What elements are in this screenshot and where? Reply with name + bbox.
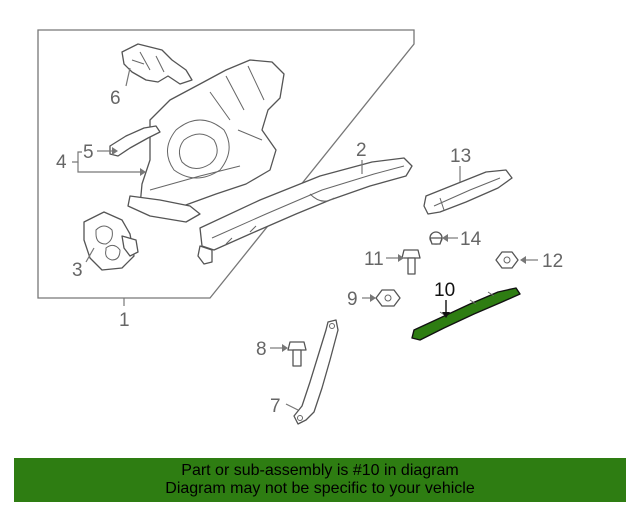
callout-3-leader bbox=[85, 247, 95, 263]
callout-4-arrowhead bbox=[140, 168, 146, 176]
callout-number-7: 7 bbox=[270, 396, 281, 417]
part-7-strut bbox=[293, 319, 339, 425]
callout-number-1: 1 bbox=[119, 310, 130, 331]
part-13-bracket bbox=[423, 169, 513, 215]
callout-5-arrowhead bbox=[112, 147, 118, 155]
part-6-bracket bbox=[121, 43, 193, 85]
part-9-nut bbox=[375, 289, 401, 307]
callout-12-arrowhead bbox=[520, 256, 526, 264]
callout-number-6: 6 bbox=[110, 88, 121, 109]
part-8-bolt bbox=[287, 341, 307, 367]
callout-number-9: 9 bbox=[347, 289, 358, 310]
part-3-reinforcement bbox=[83, 211, 139, 271]
callout-number-4: 4 bbox=[56, 152, 67, 173]
callout-6-leader bbox=[125, 67, 131, 87]
part-1-apron-assembly bbox=[127, 59, 285, 223]
callout-9-arrowhead bbox=[370, 294, 376, 302]
part-11-bolt bbox=[401, 249, 421, 275]
callout-11-arrowhead bbox=[398, 254, 404, 262]
callout-10-arrowhead bbox=[442, 312, 450, 318]
part-14-clip bbox=[429, 231, 443, 245]
callout-number-11: 11 bbox=[364, 249, 384, 270]
part-12-nut bbox=[495, 251, 519, 269]
callout-number-10: 10 bbox=[434, 280, 455, 301]
part-10-highlighted-rail bbox=[411, 287, 521, 341]
callout-4-leader bbox=[72, 151, 82, 163]
callout-4-leader-lower bbox=[77, 162, 140, 173]
callout-number-12: 12 bbox=[542, 251, 563, 272]
callout-14-arrowhead bbox=[442, 234, 448, 242]
part-10-body bbox=[411, 287, 521, 341]
part-notice-line-2: Diagram may not be specific to your vehi… bbox=[165, 480, 475, 497]
callout-7-leader bbox=[285, 403, 299, 411]
part-2-side-rail bbox=[197, 157, 413, 265]
callout-number-14: 14 bbox=[460, 229, 482, 250]
callout-number-2: 2 bbox=[356, 140, 367, 161]
callout-number-5: 5 bbox=[83, 142, 94, 163]
part-notice-line-1: Part or sub-assembly is #10 in diagram bbox=[181, 462, 459, 479]
part-notice-banner: Part or sub-assembly is #10 in diagram D… bbox=[14, 458, 626, 502]
callout-number-3: 3 bbox=[72, 260, 83, 281]
callout-number-8: 8 bbox=[256, 339, 267, 360]
part-5-brace bbox=[109, 125, 161, 157]
assembly-box-outline bbox=[37, 29, 415, 299]
callout-number-13: 13 bbox=[450, 146, 471, 167]
callout-8-arrowhead bbox=[282, 344, 288, 352]
